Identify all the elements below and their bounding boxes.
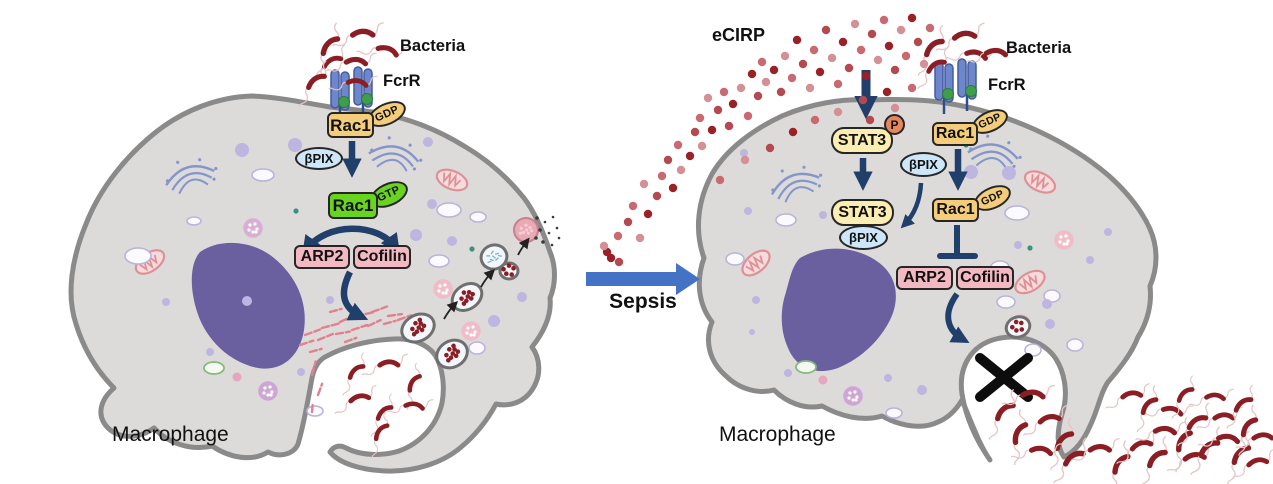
arp2-node-right: ARP2 [896,266,953,290]
inhibition-tbar [937,225,978,259]
rac1-gdp-node-right-top: Rac1 [932,122,978,146]
prohibition-x-icon [975,353,1033,402]
ecirp-dots [599,13,935,267]
macrophage-label-right: Macrophage [719,423,836,446]
phagosome-vesicles [400,217,1032,370]
rac1-gdp-node-right-bottom: Rac1 [932,198,979,222]
sepsis-arrow [586,263,700,295]
sepsis-label: Sepsis [609,290,677,313]
right-nucleus [781,248,896,372]
failed-phagocytosis-arrow [945,292,970,344]
fcrr-receptors-right [934,58,977,114]
left-macrophage-body [68,93,557,474]
ecirp-label: eCIRP [712,25,766,45]
stat3-p-node: STAT3 [831,127,893,154]
bacteria-label-right: Bacteria [1006,39,1072,57]
fcrr-label-right: FcrR [988,76,1026,94]
cofilin-node-right: Cofilin [956,266,1014,290]
vesicle-maturation-arrows [443,237,530,320]
rac1-gtp-effector-arrow [302,225,400,256]
phagocytosis-arrow [340,270,369,321]
macrophage-label-left: Macrophage [112,423,229,446]
bpix-node-bound: βPIX [839,225,888,250]
bpix-recruitment-arrow [900,182,924,229]
stat3-complex-node: STAT3 [831,199,894,226]
bacteria-label-left: Bacteria [400,37,466,55]
organelles-right [725,134,1112,419]
bacteria-groups [298,22,1273,484]
bpix-node-left: βPIX [295,147,343,170]
rac1-gdp-node-left: Rac1 [327,112,374,138]
phospho-badge: P [884,114,905,135]
arp2-node-left: ARP2 [294,245,350,269]
cofilin-node-left: Cofilin [353,245,411,269]
bpix-node-free: βPIX [900,152,947,177]
organelles-left [124,136,527,417]
exocytosed-debris [534,215,561,247]
fcrr-label-left: FcrR [383,72,421,90]
rac1-gtp-node: Rac1 [328,192,378,219]
